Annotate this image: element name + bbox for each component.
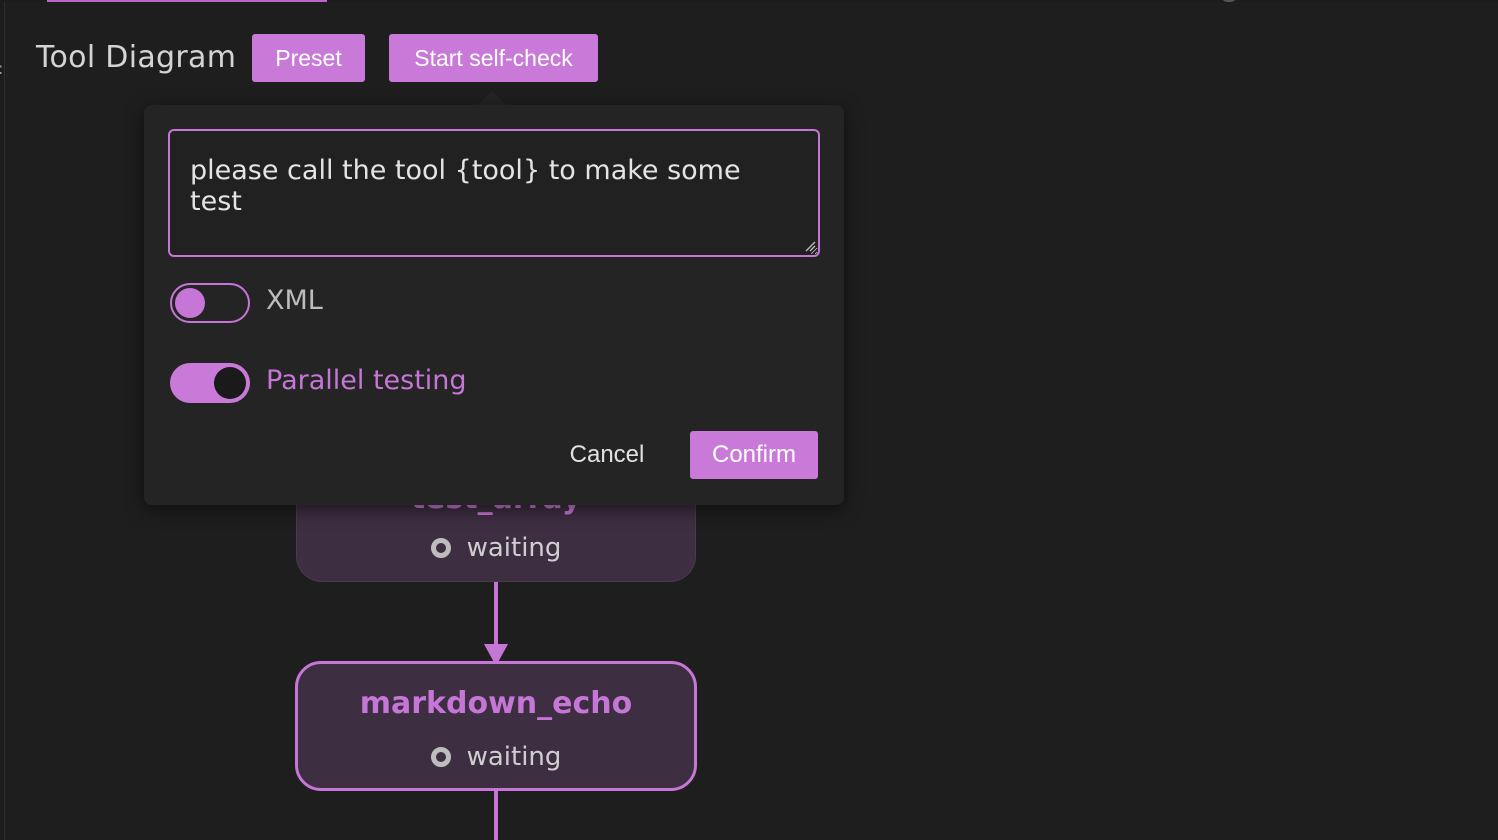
parallel-testing-label: Parallel testing <box>266 365 467 396</box>
start-self-check-button[interactable]: Start self-check <box>389 34 598 82</box>
collapse-handle-icon[interactable]: : <box>0 61 3 77</box>
status-text: waiting <box>466 742 562 772</box>
status-text: waiting <box>466 533 562 563</box>
status-ring-icon <box>430 747 451 767</box>
cancel-button[interactable]: Cancel <box>556 431 658 479</box>
window-control-icon[interactable] <box>1220 0 1238 2</box>
xml-toggle-label: XML <box>266 285 323 316</box>
toggle-knob <box>175 288 205 318</box>
diagram-node-markdown-echo[interactable]: markdown_echo waiting <box>295 661 697 791</box>
toggle-knob <box>214 367 246 399</box>
diagram-edge <box>494 791 498 840</box>
node-name: markdown_echo <box>359 686 633 721</box>
preset-button[interactable]: Preset <box>252 34 365 82</box>
confirm-button[interactable]: Confirm <box>690 431 818 479</box>
resize-grip-icon[interactable] <box>804 240 816 252</box>
prompt-textarea[interactable]: please call the tool {tool} to make some… <box>168 129 820 257</box>
parallel-testing-toggle[interactable] <box>170 363 250 403</box>
page-title: Tool Diagram <box>36 40 237 75</box>
active-tab-indicator <box>47 0 327 2</box>
status-ring-icon <box>430 538 451 558</box>
node-status: waiting <box>297 533 695 563</box>
diagram-edge <box>494 582 498 648</box>
node-status: waiting <box>298 742 694 772</box>
arrow-down-icon <box>484 644 508 666</box>
xml-toggle[interactable] <box>170 283 250 323</box>
